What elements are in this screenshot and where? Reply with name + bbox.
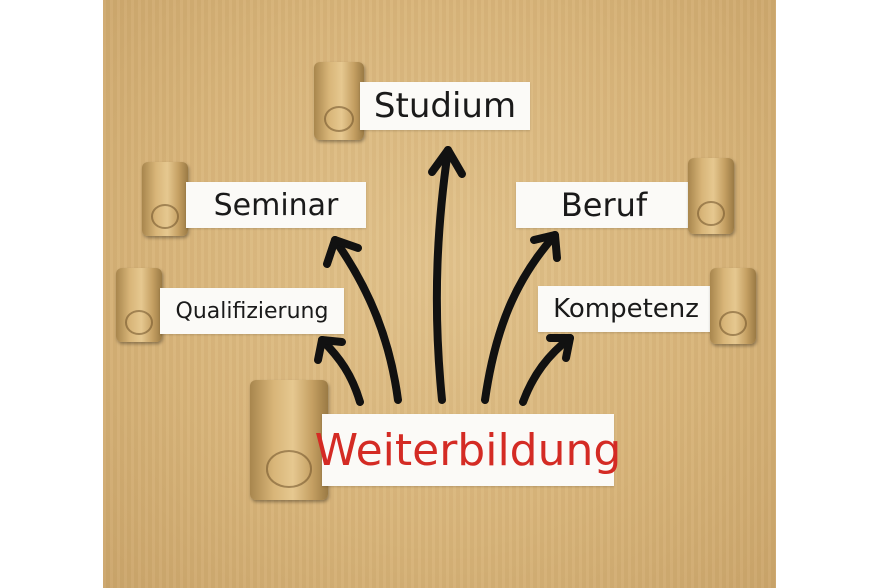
arrow-to-studium	[432, 146, 452, 404]
label-studium: Studium	[360, 82, 530, 130]
beruf-text: Beruf	[560, 186, 648, 224]
arrow-to-kompetenz-head	[546, 334, 574, 362]
paper-roll-studium	[314, 62, 364, 140]
arrow-to-beruf	[481, 231, 559, 404]
paper-roll-weiterbildung	[250, 380, 328, 500]
kompetenz-text: Kompetenz	[553, 294, 699, 324]
seminar-text: Seminar	[213, 187, 339, 223]
qualifizierung-text: Qualifizierung	[175, 298, 329, 324]
studium-text: Studium	[373, 86, 517, 126]
label-beruf: Beruf	[516, 182, 692, 228]
paper-roll-seminar	[142, 162, 188, 236]
paper-roll-kompetenz	[710, 268, 756, 344]
arrow-to-seminar-head	[323, 236, 362, 268]
arrow-to-kompetenz	[519, 334, 574, 406]
label-qualifizierung: Qualifizierung	[160, 288, 344, 334]
arrow-to-studium-head	[428, 146, 466, 178]
arrow-to-qualifizierung-head	[314, 336, 346, 364]
label-kompetenz: Kompetenz	[538, 286, 714, 332]
paper-roll-qualifizierung	[116, 268, 162, 342]
label-seminar: Seminar	[186, 182, 366, 228]
arrow-to-qualifizierung	[318, 336, 364, 406]
arrow-to-beruf-head	[530, 231, 561, 262]
label-weiterbildung: Weiterbildung	[315, 414, 621, 486]
weiterbildung-text: Weiterbildung	[314, 424, 622, 476]
arrow-to-seminar	[331, 236, 402, 404]
paper-roll-beruf	[688, 158, 734, 234]
